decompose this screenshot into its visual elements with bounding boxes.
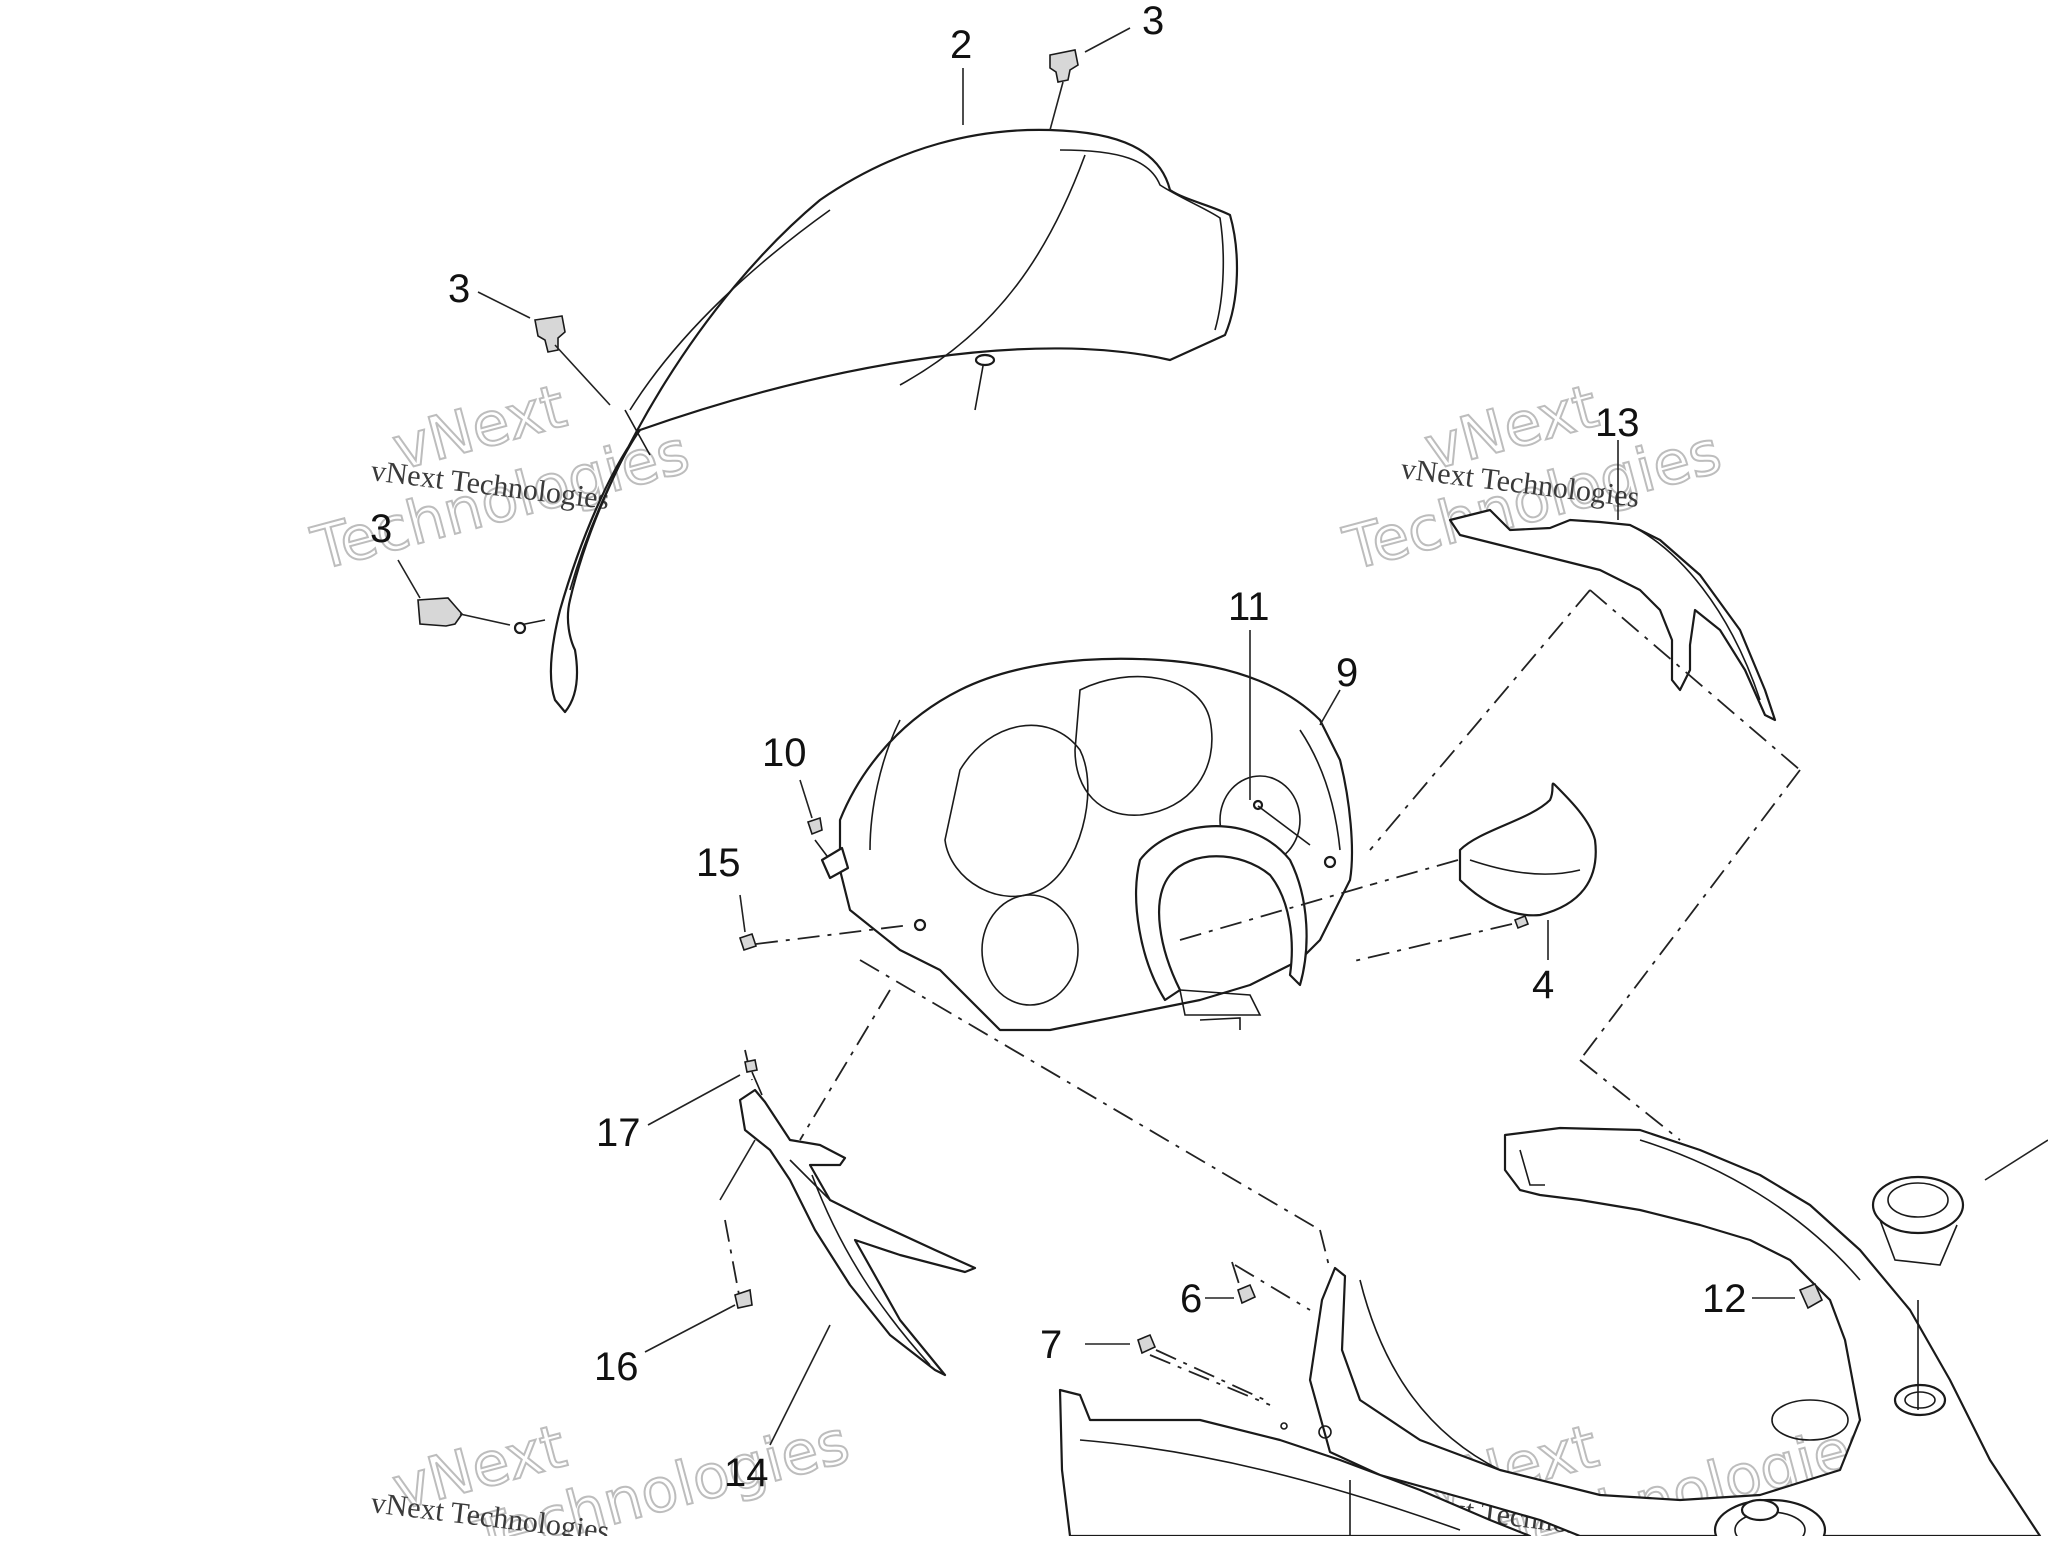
part-7-screw — [1085, 1333, 1266, 1401]
lower-body-panel — [1058, 1126, 2042, 1541]
callout-14: 14 — [724, 1451, 769, 1495]
part-3-fastener-low — [397, 559, 511, 627]
callout-3-mid: 3 — [448, 267, 470, 311]
part-16-screw — [644, 1288, 753, 1353]
part-4-small-cover — [1179, 782, 1597, 963]
part-2-windshield — [513, 128, 1239, 714]
part-12-clip-nut — [1752, 1282, 1824, 1310]
assembly-lines — [724, 589, 1801, 1406]
callout-2: 2 — [950, 23, 972, 67]
part-6-screw — [1205, 1261, 1257, 1305]
callout-13: 13 — [1595, 401, 1640, 445]
callout-10: 10 — [762, 731, 807, 775]
part-3-fastener-top — [1049, 27, 1131, 131]
callout-17: 17 — [596, 1111, 641, 1155]
callout-6: 6 — [1180, 1277, 1202, 1321]
callout-3-low: 3 — [370, 507, 392, 551]
callout-16: 16 — [594, 1345, 639, 1389]
part-11-screw — [1249, 630, 1311, 846]
watermark-top-left: vNext Technologies vNext Technologies — [304, 371, 697, 586]
part-3-fastener-mid — [477, 291, 611, 406]
callout-9: 9 — [1336, 651, 1358, 695]
part-13-right-trim — [1448, 440, 1777, 722]
callout-7: 7 — [1040, 1323, 1062, 1367]
part-14-left-trim — [719, 1088, 977, 1446]
callout-12: 12 — [1702, 1277, 1747, 1321]
part-17-screw — [647, 1059, 763, 1126]
grommet-ring — [1871, 1139, 2048, 1410]
callout-3-top: 3 — [1142, 0, 1164, 43]
callout-15: 15 — [696, 841, 741, 885]
part-10-screw — [799, 779, 850, 880]
watermark-bottom-left: vNext Technologies vNext Technologies — [369, 1406, 857, 1541]
part-9-instrument-housing — [838, 657, 1354, 1032]
part-15-screw — [738, 894, 911, 952]
callout-11: 11 — [1228, 585, 1270, 629]
callout-4: 4 — [1532, 963, 1554, 1007]
